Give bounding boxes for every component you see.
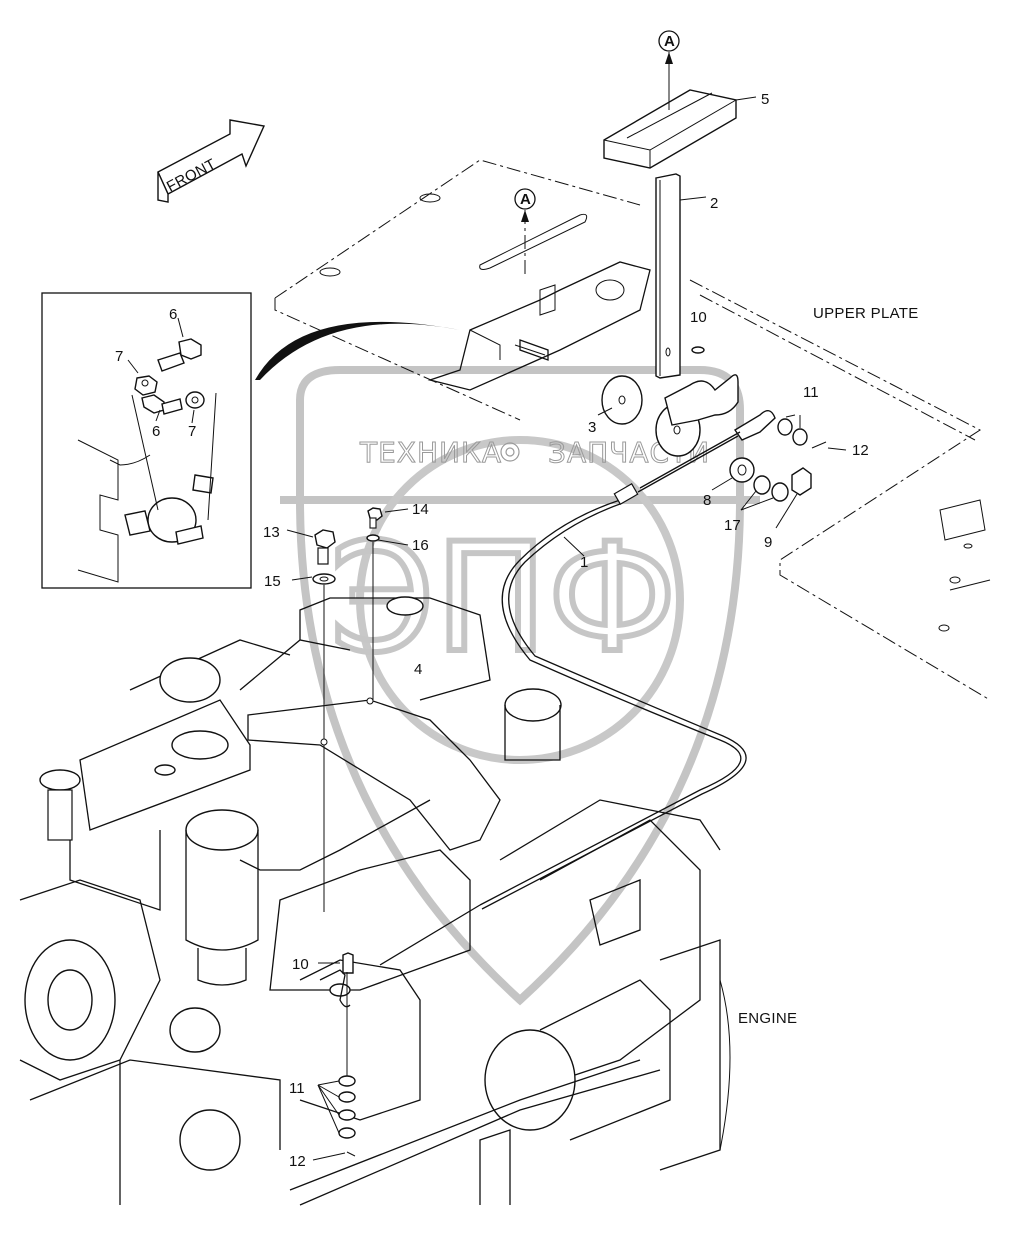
callout-13: 13 <box>263 524 280 541</box>
lever-hardware <box>597 346 776 457</box>
callout-2: 2 <box>710 195 718 212</box>
gear-icon <box>500 442 520 462</box>
upper-plate-right <box>938 499 991 632</box>
callout-10-lower: 10 <box>292 956 309 973</box>
callout-9: 9 <box>764 534 772 551</box>
callout-labels: 1 2 3 4 5 6 6 7 7 8 9 10 10 11 11 12 12 … <box>115 91 869 1170</box>
callout-7-lower: 7 <box>188 423 196 440</box>
callout-4: 4 <box>414 661 422 678</box>
engine-label: ENGINE <box>738 1010 797 1027</box>
callout-17: 17 <box>724 517 741 534</box>
callout-11-upper: 11 <box>803 384 819 401</box>
watermark-left-word: ТЕХНИКА <box>359 436 502 469</box>
watermark-logo-letters: ЭПФ <box>330 512 677 686</box>
callout-8: 8 <box>703 492 711 509</box>
callout-7-upper: 7 <box>115 348 123 365</box>
upper-plate-outline <box>274 159 991 701</box>
view-marker-a-plate: A <box>514 188 536 275</box>
callout-16: 16 <box>412 537 429 554</box>
callout-12-lower: 12 <box>289 1153 306 1170</box>
callout-15: 15 <box>264 573 281 590</box>
callout-1: 1 <box>580 554 588 571</box>
front-arrow: FRONT <box>157 119 266 203</box>
callout-10-upper: 10 <box>690 309 707 326</box>
lower-washers <box>312 962 356 1161</box>
plate-bracket <box>427 261 651 391</box>
inset-arc <box>255 321 460 380</box>
detail-inset <box>41 292 252 589</box>
lever-assembly: A <box>603 30 757 379</box>
callout-6-lower: 6 <box>152 423 160 440</box>
svg-text:A: A <box>520 191 531 208</box>
control-cable <box>379 431 747 966</box>
view-marker-a-top <box>658 30 680 52</box>
callout-6-upper: 6 <box>169 306 177 323</box>
callout-5: 5 <box>761 91 769 108</box>
watermark-logo: ТЕХНИКА ЗАПЧАСТИ ЭПФ <box>280 366 760 1006</box>
callout-12-upper: 12 <box>852 442 869 459</box>
callout-3: 3 <box>588 419 596 436</box>
callout-11-lower: 11 <box>289 1080 305 1097</box>
cable-hardware <box>711 414 847 529</box>
svg-text:A: A <box>664 33 675 50</box>
upper-plate-label: UPPER PLATE <box>813 305 919 322</box>
callout-14: 14 <box>412 501 429 518</box>
engine-drawing <box>19 596 731 1206</box>
